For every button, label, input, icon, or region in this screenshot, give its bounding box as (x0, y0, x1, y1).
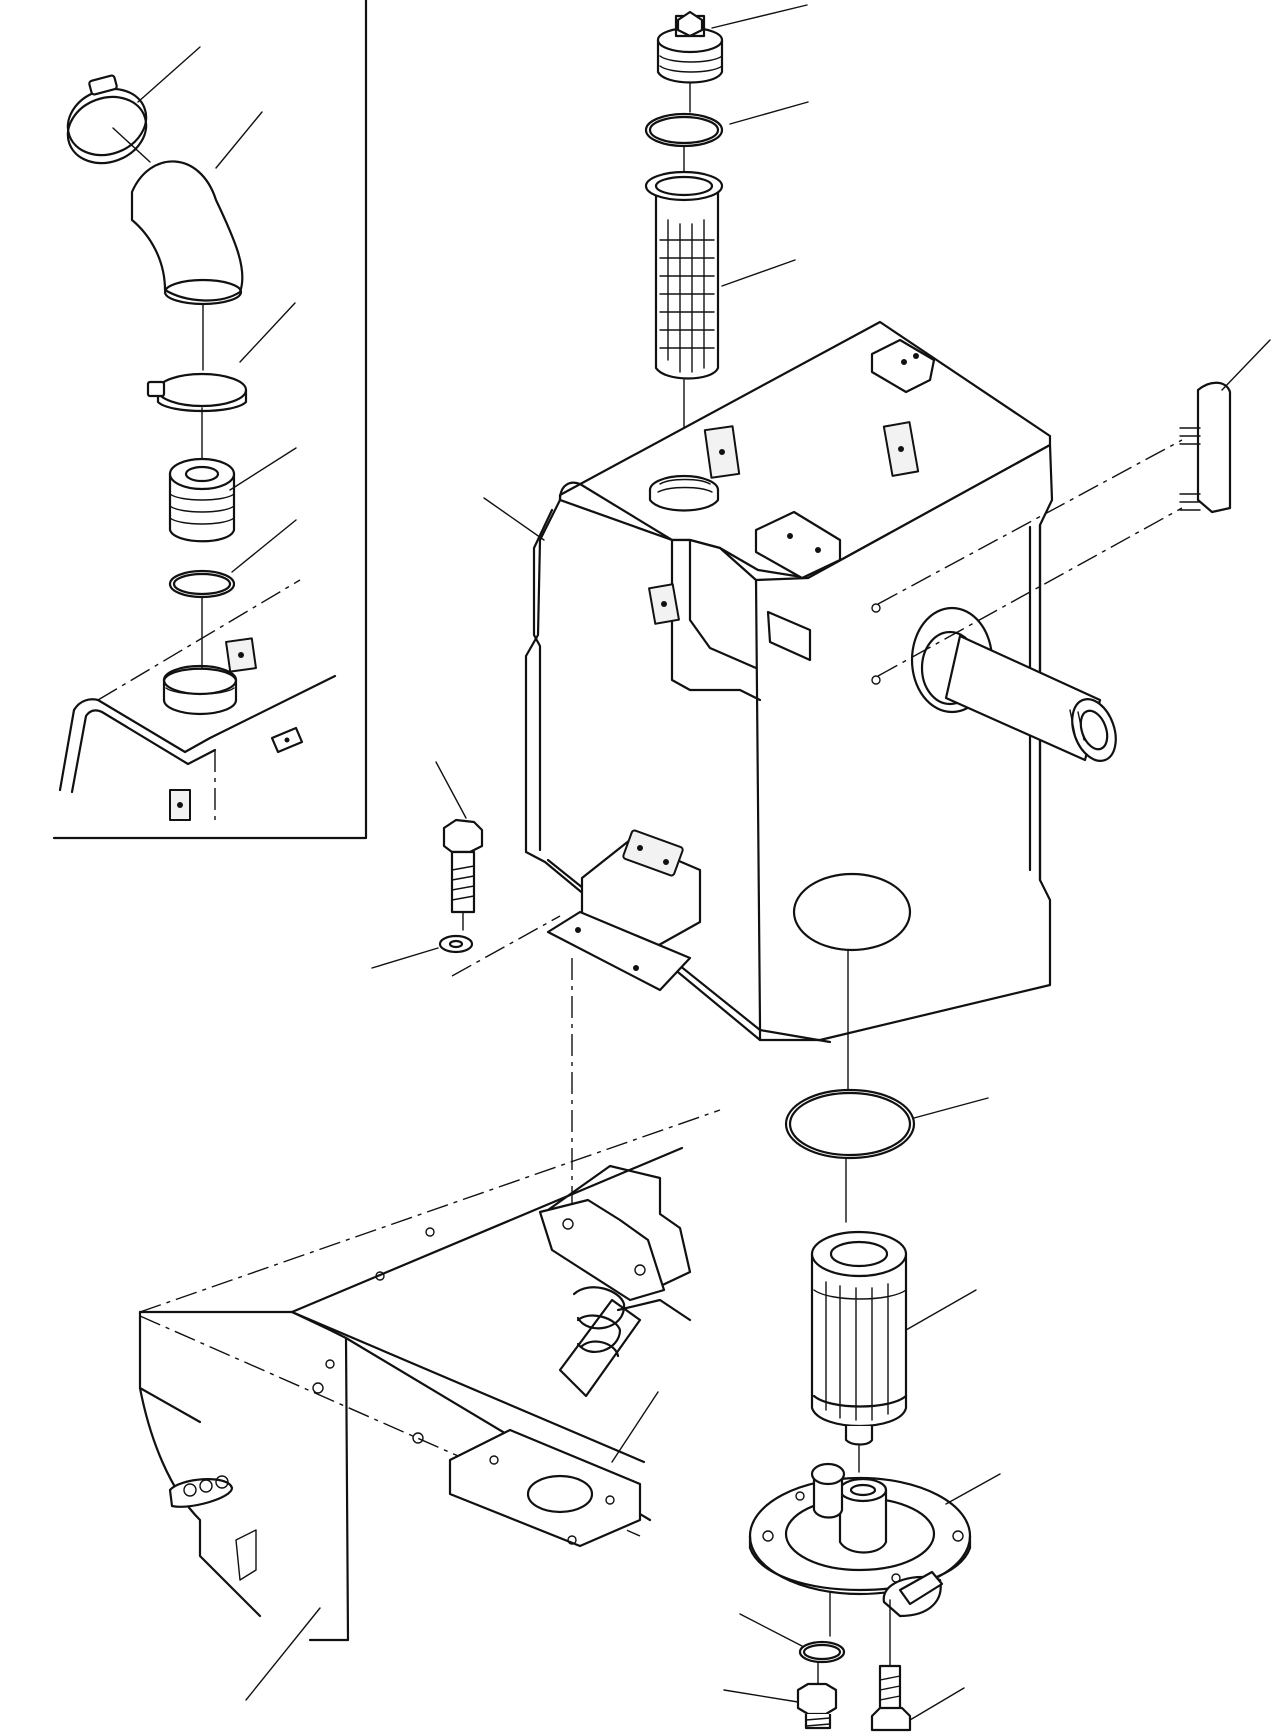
return-filter (810, 1230, 977, 1473)
inset-o-ring (168, 519, 297, 669)
inset-clamp (66, 46, 201, 165)
inset-adapter (168, 407, 297, 543)
inset-hose-clamp (146, 302, 296, 413)
strainer (644, 170, 796, 473)
filler-cap (656, 4, 808, 113)
washer (371, 915, 573, 1222)
base-bolt (870, 1664, 965, 1732)
inset-tank-top (58, 579, 337, 821)
cap-o-ring (644, 101, 809, 177)
hydraulic-tank (483, 320, 1183, 1044)
frame (138, 1109, 721, 1701)
drain-plug (723, 1682, 838, 1730)
inset-frame (52, 0, 368, 840)
filter-base (748, 1462, 1001, 1671)
drain-o-ring (739, 1613, 846, 1685)
mounting-bolt (435, 761, 484, 931)
breather-pipe (1179, 339, 1271, 514)
tank-o-ring (784, 949, 989, 1223)
inset-elbow-hose (112, 111, 263, 371)
